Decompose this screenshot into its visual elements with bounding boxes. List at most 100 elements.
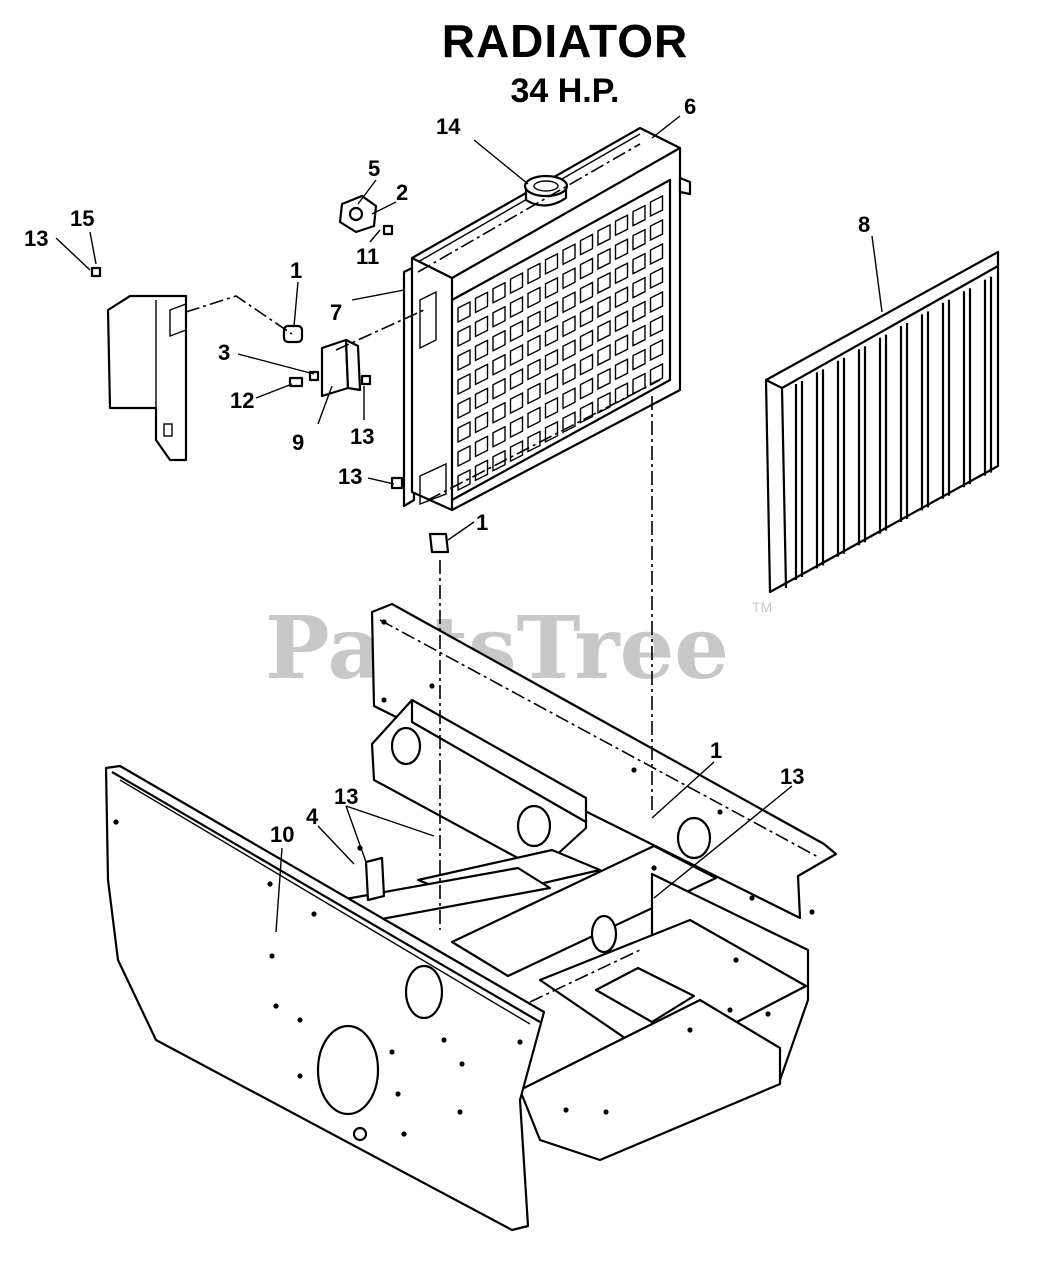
callout-1-a: 1 bbox=[290, 258, 302, 283]
fin-slot bbox=[597, 319, 611, 343]
fin-slot bbox=[597, 343, 611, 367]
fin-slot bbox=[614, 358, 629, 381]
fin-slot bbox=[544, 276, 559, 299]
rivet bbox=[809, 909, 815, 915]
callout-2: 2 bbox=[396, 180, 408, 205]
radiator-cap bbox=[523, 174, 569, 207]
rivet bbox=[457, 1109, 463, 1115]
callout-labels: 14 6 8 5 2 11 15 13 1 7 3 12 9 13 13 1 1… bbox=[24, 94, 870, 847]
fin-slot bbox=[614, 310, 629, 333]
callout-13-e: 13 bbox=[780, 764, 804, 789]
fin-slot bbox=[492, 353, 506, 376]
fin-slot bbox=[562, 291, 576, 314]
fin-slot bbox=[597, 223, 611, 247]
callout-9: 9 bbox=[292, 430, 304, 455]
fin-slot bbox=[492, 305, 506, 328]
rivet bbox=[389, 1049, 395, 1055]
fin-slot bbox=[457, 372, 471, 396]
callout-12: 12 bbox=[230, 388, 254, 413]
fin-slot bbox=[457, 348, 471, 372]
cap-mount-bracket bbox=[338, 194, 378, 234]
fin-slot bbox=[509, 295, 524, 319]
callout-3: 3 bbox=[218, 340, 230, 365]
screen-louver bbox=[941, 299, 951, 499]
rivet bbox=[267, 881, 273, 887]
callout-1-b: 1 bbox=[476, 510, 488, 535]
rivet bbox=[727, 1007, 733, 1013]
fin-slot bbox=[632, 348, 646, 371]
fin-slot bbox=[614, 238, 629, 261]
rivet bbox=[297, 1073, 303, 1079]
rivet bbox=[395, 1091, 401, 1097]
callout-13-a: 13 bbox=[24, 226, 48, 251]
fin-slot bbox=[562, 243, 576, 266]
radiator-top-bolt bbox=[678, 176, 692, 196]
fin-slot bbox=[474, 387, 489, 410]
fin-slot bbox=[474, 315, 489, 338]
callout-10: 10 bbox=[270, 822, 294, 847]
fin-slot bbox=[614, 214, 629, 237]
callout-13-b: 13 bbox=[350, 424, 374, 449]
diagram-subtitle: 34 H.P. bbox=[510, 72, 620, 110]
rivet bbox=[441, 1037, 447, 1043]
fin-slot bbox=[649, 266, 664, 290]
fin-slot bbox=[649, 194, 664, 218]
rivet bbox=[429, 683, 435, 689]
callout-13-c: 13 bbox=[338, 464, 362, 489]
screen-louver bbox=[836, 357, 846, 557]
callout-13-d: 13 bbox=[334, 784, 358, 809]
fin-slot bbox=[527, 358, 541, 381]
fin-slot bbox=[509, 343, 524, 367]
rivet bbox=[459, 1061, 465, 1067]
rivet bbox=[651, 865, 657, 871]
fin-slot bbox=[544, 252, 559, 275]
fin-slot bbox=[492, 449, 506, 472]
fin-slot bbox=[597, 295, 611, 319]
callout-8: 8 bbox=[858, 212, 870, 237]
screen-louver bbox=[962, 288, 972, 488]
fin-slot bbox=[544, 420, 559, 443]
fin-slot bbox=[492, 329, 506, 352]
fin-slot bbox=[492, 401, 506, 424]
fin-slot bbox=[649, 362, 664, 386]
fin-slot bbox=[474, 411, 489, 434]
rivet bbox=[631, 767, 637, 773]
fin-slot bbox=[509, 319, 524, 343]
side-shroud-panel bbox=[106, 294, 188, 462]
rivet bbox=[273, 1003, 279, 1009]
rivet bbox=[269, 953, 275, 959]
fin-slot bbox=[544, 324, 559, 347]
rivet bbox=[765, 1011, 771, 1017]
rivet bbox=[381, 619, 387, 625]
fin-slot bbox=[614, 262, 629, 285]
fin-slot bbox=[649, 242, 664, 266]
fin-slot bbox=[527, 406, 541, 429]
fin-slot bbox=[474, 291, 489, 314]
fin-slot bbox=[579, 305, 594, 328]
callout-14: 14 bbox=[436, 114, 461, 139]
fin-slot bbox=[632, 324, 646, 347]
fin-slot bbox=[492, 281, 506, 304]
fin-slot bbox=[492, 377, 506, 400]
fin-slot bbox=[527, 430, 541, 453]
fin-slot bbox=[474, 435, 489, 458]
screen-louver bbox=[857, 346, 867, 546]
fin-slot bbox=[527, 310, 541, 333]
screen-louver bbox=[920, 311, 930, 511]
radiator-fins bbox=[457, 194, 664, 492]
rivet bbox=[113, 819, 119, 825]
fin-slot bbox=[457, 324, 471, 348]
fin-slot bbox=[597, 271, 611, 295]
rivet bbox=[297, 1017, 303, 1023]
fin-slot bbox=[457, 420, 471, 444]
screen-louver bbox=[899, 323, 909, 522]
fin-slot bbox=[457, 444, 471, 468]
fin-slot bbox=[457, 396, 471, 420]
callout-4: 4 bbox=[306, 804, 319, 829]
rivet bbox=[749, 895, 755, 901]
fin-slot bbox=[632, 252, 646, 275]
screen-louver bbox=[815, 369, 825, 569]
mount-bracket bbox=[320, 338, 362, 398]
rivet bbox=[517, 1039, 523, 1045]
screen-louver bbox=[983, 276, 993, 476]
